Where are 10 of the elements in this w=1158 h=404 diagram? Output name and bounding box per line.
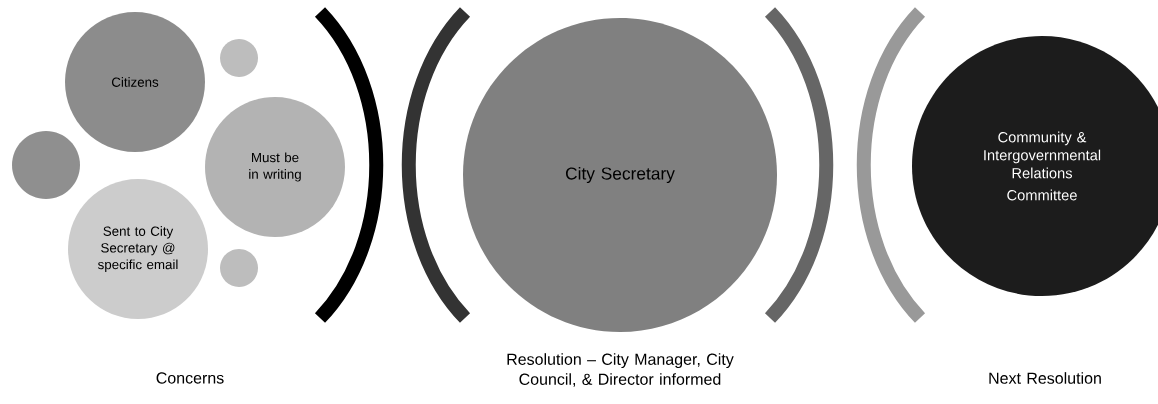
caption: Resolution – City Manager, City Council, & Director informed xyxy=(507,353,734,387)
caption: Next Resolution xyxy=(989,372,1101,384)
circle xyxy=(220,249,258,287)
circle xyxy=(220,39,258,77)
circle-node: Must be in writing xyxy=(205,97,345,237)
circle xyxy=(12,131,80,199)
caption: Concerns xyxy=(156,372,224,384)
circle-node: Citizens xyxy=(65,12,205,152)
circle-node: Sent to City Secretary @ specific email xyxy=(68,179,208,319)
circle-node: City Secretary xyxy=(463,18,777,332)
